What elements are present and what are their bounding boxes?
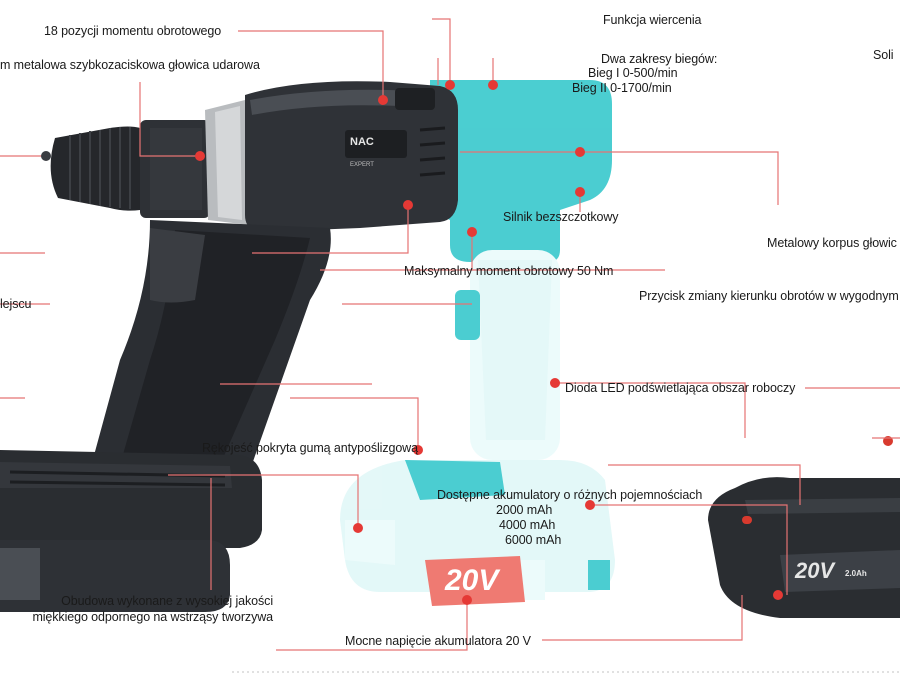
leader-lines <box>0 18 900 651</box>
battery-left-dot <box>742 516 752 524</box>
label-housing-1: Obudowa wykonane z wysokiej jakości <box>61 594 273 608</box>
label-brushless-motor: Silnik bezszczotkowy <box>503 210 619 224</box>
label-metal-head: Metalowy korpus głowic <box>767 236 897 250</box>
battery-capacity-text: 2.0Ah <box>845 569 867 578</box>
series-text: EXPERT <box>350 162 374 168</box>
label-batteries-title: Dostępne akumulatory o różnych pojemnośc… <box>437 488 703 502</box>
label-housing-2: miękkiego odpornego na wstrząsy tworzywa <box>32 610 273 624</box>
main-drill <box>0 81 458 612</box>
label-gear-2: Bieg II 0-1700/min <box>572 81 672 95</box>
label-max-torque: Maksymalny moment obrotowy 50 Nm <box>404 264 614 278</box>
label-grip: Rękojeść pokryta gumą antypoślizgową <box>202 441 418 455</box>
battery-pack <box>708 436 900 618</box>
label-gear-1: Bieg I 0-500/min <box>588 66 678 80</box>
label-torque-positions: 18 pozycji momentu obrotowego <box>44 24 222 38</box>
label-battery-2000: 2000 mAh <box>496 503 553 517</box>
label-led: Dioda LED podświetlająca obszar roboczy <box>565 381 796 395</box>
label-trigger-cut: lejscu <box>0 297 32 311</box>
voltage-badge-text: 20V <box>444 564 501 597</box>
label-battery-4000: 4000 mAh <box>499 518 556 532</box>
battery-badge-text: 20V <box>794 558 836 583</box>
label-chuck: m metalowa szybkozaciskowa głowica udaro… <box>0 58 260 72</box>
label-solid-cut: Soli <box>873 48 894 62</box>
label-gears-title: Dwa zakresy biegów: <box>601 52 718 66</box>
label-direction-switch: Przycisk zmiany kierunku obrotów w wygod… <box>639 289 899 303</box>
label-battery-6000: 6000 mAh <box>505 533 562 547</box>
label-voltage: Mocne napięcie akumulatora 20 V <box>345 634 531 648</box>
label-drilling-function: Funkcja wiercenia <box>603 13 702 27</box>
logo-text: NAC <box>350 136 374 148</box>
callout-dots <box>41 80 783 605</box>
teal-voltage-badge <box>425 556 525 606</box>
